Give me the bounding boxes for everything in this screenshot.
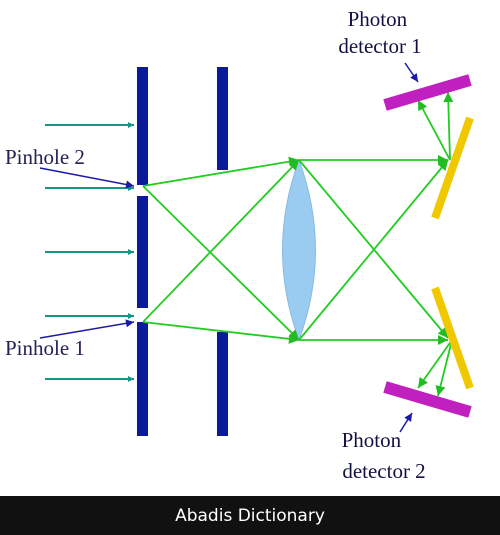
pinhole-1-label: Pinhole 1 <box>5 336 85 360</box>
photon-detectors <box>383 74 472 418</box>
barrier-segment <box>137 196 148 308</box>
label-pointers <box>39 62 419 433</box>
pinhole-2-pointer <box>39 167 135 189</box>
photon-detector-1-label-line2: detector 1 <box>338 34 421 58</box>
light-rays <box>142 91 454 397</box>
ray <box>298 159 449 341</box>
photon-detector-2-label-line2: detector 2 <box>342 459 425 483</box>
beam-splitters <box>431 116 474 390</box>
pinhole-2-label: Pinhole 2 <box>5 145 85 169</box>
footer-text: Abadis Dictionary <box>175 505 325 526</box>
detector-1-pointer <box>404 62 419 83</box>
ray <box>142 185 300 341</box>
pinhole-interference-diagram: #diagram [data-name="incoming-arrow"] { … <box>5 7 474 483</box>
photon-detector-2-label-line1: Photon <box>342 428 402 452</box>
converging-lens <box>282 158 316 342</box>
photon-detector-1-label: Photon detector 1 <box>338 7 421 58</box>
incoming-light-arrows <box>45 122 134 382</box>
reflected-ray <box>417 339 453 389</box>
footer-banner: Abadis Dictionary <box>0 496 500 535</box>
barrier-segment <box>217 67 228 170</box>
beam-splitter-lower <box>431 286 474 390</box>
photon-detector-1 <box>383 74 472 111</box>
barrier-segment <box>217 332 228 436</box>
photon-detector-2-label: Photon detector 2 <box>342 428 426 483</box>
reflected-ray <box>417 99 451 161</box>
detector-2-pointer <box>399 412 413 433</box>
second-barrier <box>217 67 228 436</box>
beam-splitter-upper <box>431 116 474 220</box>
ray <box>142 159 300 323</box>
photon-detector-1-label-line1: Photon <box>348 7 408 31</box>
barrier-segment <box>137 322 148 436</box>
pinhole-1-pointer <box>39 319 135 339</box>
ray <box>142 156 300 187</box>
pinhole-barrier <box>137 67 148 436</box>
photon-detector-2 <box>383 381 472 418</box>
ray <box>142 321 300 344</box>
reflected-ray <box>443 91 454 161</box>
barrier-segment <box>137 67 148 185</box>
reflected-ray <box>435 339 453 397</box>
